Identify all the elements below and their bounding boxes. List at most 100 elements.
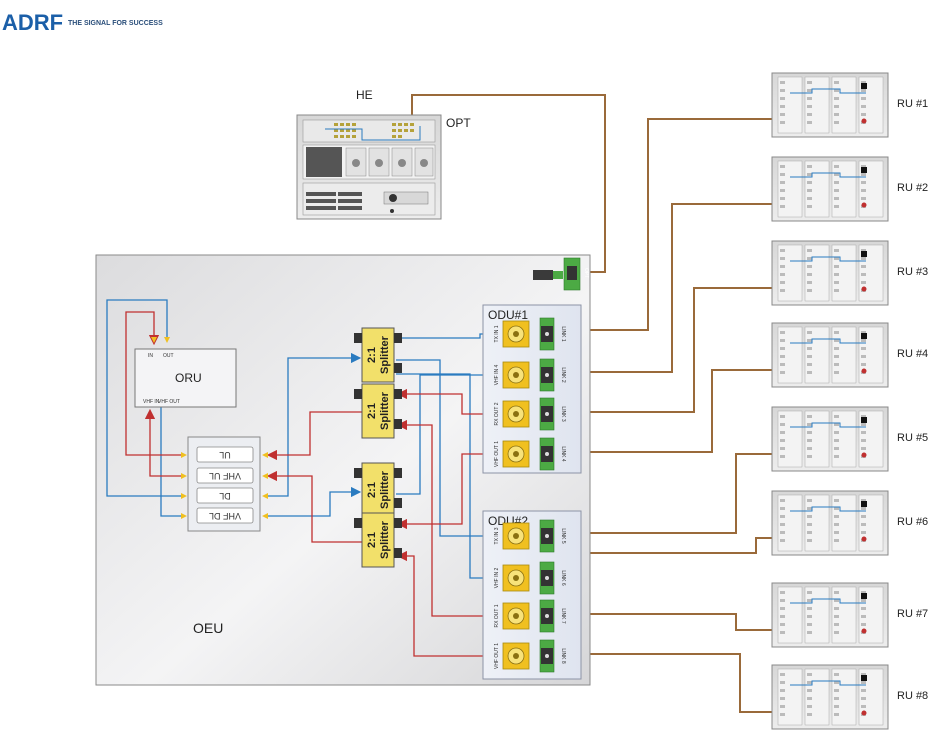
splitter-connector — [394, 333, 402, 343]
ru-label: RU #5 — [897, 432, 928, 444]
remote-unit-2: RU #2 — [771, 156, 928, 222]
company-logo: ADRF THE SIGNAL FOR SUCCESS — [2, 10, 163, 35]
logo-tagline: THE SIGNAL FOR SUCCESS — [68, 20, 163, 27]
remote-unit-7: RU #7 — [771, 582, 928, 648]
odu-rf-port-label: RX OUT 2 — [494, 402, 500, 425]
duplexer-right-port — [262, 452, 268, 458]
odu-link-port-label: LINK 8 — [560, 648, 566, 664]
ru-label: RU #2 — [897, 182, 928, 194]
splitter2-to-ul — [266, 411, 362, 461]
splitter-label: Splitter — [379, 391, 391, 430]
splitter-label: Splitter — [379, 335, 391, 374]
splitter-ratio: 2:1 — [366, 403, 378, 419]
duplexer-right-port — [262, 473, 268, 479]
remote-unit-1: RU #1 — [771, 72, 928, 138]
fiber-he-oeu — [411, 94, 606, 273]
splitter-ratio: 2:1 — [366, 482, 378, 498]
duplexer-port-box — [196, 487, 254, 504]
odu-rf-port-label: VHF OUT 1 — [494, 441, 500, 467]
fiber-ru1 — [555, 118, 865, 331]
duplexer-port-label: DL — [219, 491, 231, 501]
odu-rf-port-label: TX IN 1 — [494, 325, 500, 342]
splitter-label: Splitter — [379, 470, 391, 509]
remote-unit-6: RU #6 — [771, 490, 928, 556]
odu-rf-port-label: VHF OUT 1 — [494, 643, 500, 669]
splitter4-to-vhful — [266, 470, 362, 543]
ru-label: RU #7 — [897, 608, 928, 620]
logo-text: ADRF — [2, 10, 63, 35]
odu-rf-port — [502, 522, 530, 550]
vhful-to-oru — [144, 408, 183, 477]
he-label: HE — [356, 88, 373, 102]
oru-in-label: IN — [148, 353, 153, 359]
duplexer-port-box — [196, 446, 254, 463]
splitter-connector — [354, 468, 362, 478]
splitter3-to-odu1-vhf — [396, 374, 517, 495]
duplexer-port-label: UL — [219, 450, 231, 460]
remote-unit-5: RU #5 — [771, 406, 928, 472]
ru-label: RU #4 — [897, 348, 928, 360]
ru-label: RU #1 — [897, 98, 928, 110]
fiber-connector — [533, 270, 553, 280]
remote-unit-8: RU #8 — [771, 664, 928, 730]
duplexer-port-box — [196, 467, 254, 484]
oru-vhf-out-label: VHF OUT — [158, 399, 180, 405]
splitter-connector — [394, 468, 402, 478]
duplexer-right-port — [262, 493, 268, 499]
ul-to-oru-in — [125, 311, 183, 456]
odu-link-port-label: LINK 4 — [560, 446, 566, 462]
duplexer-port-label: VHF DL — [209, 511, 241, 521]
odu2-vhfout-to-splitter4 — [396, 550, 517, 657]
splitter-label: Splitter — [379, 520, 391, 559]
duplexer-left-port — [181, 452, 187, 458]
splitter1-to-odu2-tx — [396, 359, 517, 537]
splitter-connector — [394, 498, 402, 508]
oeu-label: OEU — [193, 620, 223, 636]
splitter-body — [361, 327, 395, 383]
headend-rack: HE — [296, 88, 471, 220]
odu-rf-port-label: VHF IN 4 — [494, 365, 500, 386]
remote-unit-group: RU #1 RU #2 RU #3 RU #4 RU #5 RU #6 RU #7 RU #8 — [771, 72, 928, 730]
odu-link-port-label: LINK 1 — [560, 326, 566, 342]
splitter-connector — [394, 363, 402, 373]
duplexer-left-port — [181, 473, 187, 479]
fiber-ru2 — [555, 203, 865, 373]
duplexer-right-port — [262, 513, 268, 519]
duplexer-left-port — [181, 513, 187, 519]
odu-rf-port-label: TX IN 3 — [494, 527, 500, 544]
odu-rf-port-label: VHF IN 2 — [494, 568, 500, 589]
oru-out-label: OUT — [163, 353, 174, 359]
vhfdl-to-splitter3 — [268, 486, 362, 517]
ru-label: RU #6 — [897, 516, 928, 528]
ru-label: RU #3 — [897, 266, 928, 278]
oeu-opt-port-label: OPT — [583, 268, 589, 278]
splitter-connector — [354, 389, 362, 399]
duplexer-port-box — [196, 507, 254, 524]
remote-unit-4: RU #4 — [771, 322, 928, 388]
splitter-body — [361, 462, 395, 518]
splitter-body — [361, 512, 395, 568]
opt-label: OPT — [446, 116, 471, 130]
remote-unit-3: RU #3 — [771, 240, 928, 306]
oru-vhf-in-label: VHF IN — [143, 399, 160, 405]
ru-label: RU #8 — [897, 690, 928, 702]
duplexer-module: UL VHF UL DL VHF DL — [181, 436, 268, 532]
odu-link-port-label: LINK 7 — [560, 608, 566, 624]
duplexer-port-label: VHF UL — [209, 471, 241, 481]
odu-link-port-label: LINK 3 — [560, 406, 566, 422]
dl-to-splitter1 — [268, 352, 362, 497]
oru-label: ORU — [175, 371, 202, 385]
odu-link-port-label: LINK 6 — [560, 570, 566, 586]
splitter-ratio: 2:1 — [366, 347, 378, 363]
oru-unit: ORU IN OUT VHF IN VHF OUT — [134, 337, 237, 408]
duplexer-left-port — [181, 493, 187, 499]
odu-enclosure — [482, 304, 582, 474]
